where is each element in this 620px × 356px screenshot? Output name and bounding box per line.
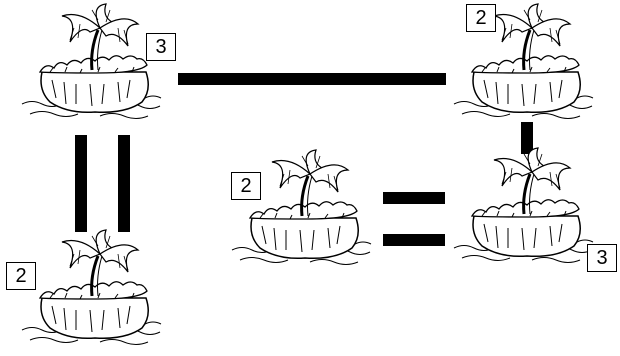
bridge-double-a[interactable] bbox=[383, 192, 445, 204]
bridge-single[interactable] bbox=[521, 122, 533, 154]
island-number: 3 bbox=[587, 244, 617, 272]
palm-island-icon bbox=[452, 146, 602, 266]
bridge-double-b[interactable] bbox=[383, 234, 445, 246]
bridge-double-a[interactable] bbox=[75, 135, 87, 232]
bridge-single[interactable] bbox=[178, 73, 446, 85]
island-right[interactable] bbox=[452, 146, 602, 266]
bridge-double-b[interactable] bbox=[118, 135, 130, 232]
palm-island-icon bbox=[20, 2, 170, 122]
island-number: 3 bbox=[146, 33, 176, 61]
palm-island-icon bbox=[20, 228, 170, 348]
island-top-left[interactable] bbox=[20, 2, 170, 122]
island-number: 2 bbox=[231, 172, 261, 200]
island-bottom-left[interactable] bbox=[20, 228, 170, 348]
island-number: 2 bbox=[6, 262, 36, 290]
palm-island-icon bbox=[230, 148, 380, 268]
island-center[interactable] bbox=[230, 148, 380, 268]
island-number: 2 bbox=[466, 4, 496, 32]
